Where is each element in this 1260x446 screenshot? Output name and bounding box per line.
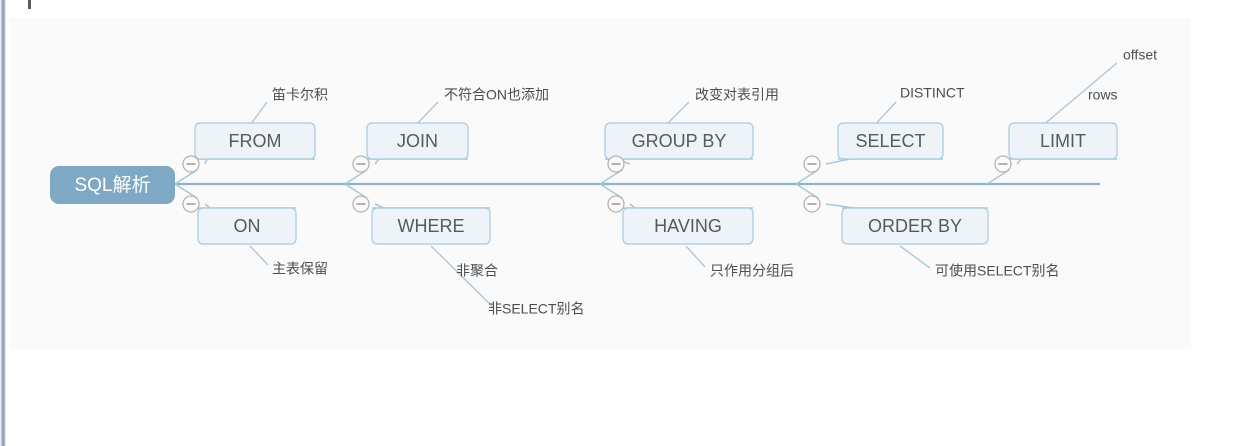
window-left-edge: [0, 0, 6, 446]
node-box-order_by[interactable]: [841, 207, 989, 245]
branch-connector-order_by: [795, 183, 819, 199]
branch-connector-join: [344, 169, 368, 185]
branch-stem-from: [204, 158, 208, 165]
branch-connector-group_by: [599, 169, 623, 185]
node-label-where: WHERE: [398, 216, 465, 236]
annotation-where-0: 非聚合: [456, 263, 498, 279]
branch-stem-select: [825, 158, 851, 165]
annotation-group_by-0: 改变对表引用: [695, 87, 779, 103]
annotation-having-0: 只作用分组后: [710, 263, 794, 279]
annotation-order_by-0: 可使用SELECT别名: [935, 263, 1059, 279]
mindmap-edges: [174, 158, 1117, 209]
mindmap-collapse-toggles[interactable]: [182, 155, 1012, 213]
mindmap-canvas[interactable]: SQL解析 FROM ON JOIN WHERE GROUP BY HAVING SELECT…: [10, 18, 1191, 349]
node-box-group_by[interactable]: [604, 122, 754, 160]
node-box-select[interactable]: [837, 122, 944, 160]
branch-connector-select: [795, 169, 819, 185]
branch-connector-limit: [986, 169, 1010, 185]
branch-connector-from: [174, 169, 198, 185]
node-box-where[interactable]: [371, 207, 491, 245]
text-cursor-marker: [28, 0, 31, 9]
annotation-where-1: 非SELECT别名: [488, 301, 584, 317]
node-label-order_by: ORDER BY: [868, 216, 962, 236]
node-label-join: JOIN: [397, 131, 438, 151]
branch-connector-on: [174, 183, 198, 199]
annotation-join-0: 不符合ON也添加: [444, 87, 549, 103]
node-label-on: ON: [234, 216, 261, 236]
leader-line-where-0: [430, 245, 495, 309]
node-label-limit: LIMIT: [1040, 131, 1086, 151]
leader-line-on-0: [249, 245, 269, 266]
node-box-having[interactable]: [622, 207, 754, 245]
leader-line-order_by-0: [899, 245, 931, 269]
node-label-having: HAVING: [654, 216, 722, 236]
branch-connector-having: [599, 183, 623, 199]
annotation-from-0: 笛卡尔积: [272, 87, 328, 103]
annotation-select-0: DISTINCT: [900, 85, 965, 101]
node-label-from: FROM: [229, 131, 282, 151]
branch-stem-join: [374, 158, 380, 165]
node-box-join[interactable]: [366, 122, 469, 160]
branch-connector-where: [344, 183, 368, 199]
node-box-limit[interactable]: [1008, 122, 1118, 160]
mindmap-svg[interactable]: SQL解析 FROM ON JOIN WHERE GROUP BY HAVING SELECT…: [10, 18, 1191, 349]
annotation-limit-0: offset: [1123, 47, 1157, 63]
node-box-on[interactable]: [197, 207, 297, 245]
root-node-label: SQL解析: [74, 174, 150, 196]
mindmap-nodes[interactable]: SQL解析 FROM ON JOIN WHERE GROUP BY HAVING SELECT…: [50, 122, 1118, 245]
annotation-on-0: 主表保留: [272, 261, 328, 277]
branch-stem-limit: [1016, 158, 1022, 165]
leader-line-having-0: [685, 245, 706, 268]
annotation-limit-1: rows: [1088, 87, 1118, 103]
node-label-select: SELECT: [855, 131, 925, 151]
leader-line-limit-0: [1041, 62, 1118, 127]
node-box-from[interactable]: [194, 122, 316, 160]
node-label-group_by: GROUP BY: [632, 131, 727, 151]
root-node-box[interactable]: [50, 166, 175, 204]
